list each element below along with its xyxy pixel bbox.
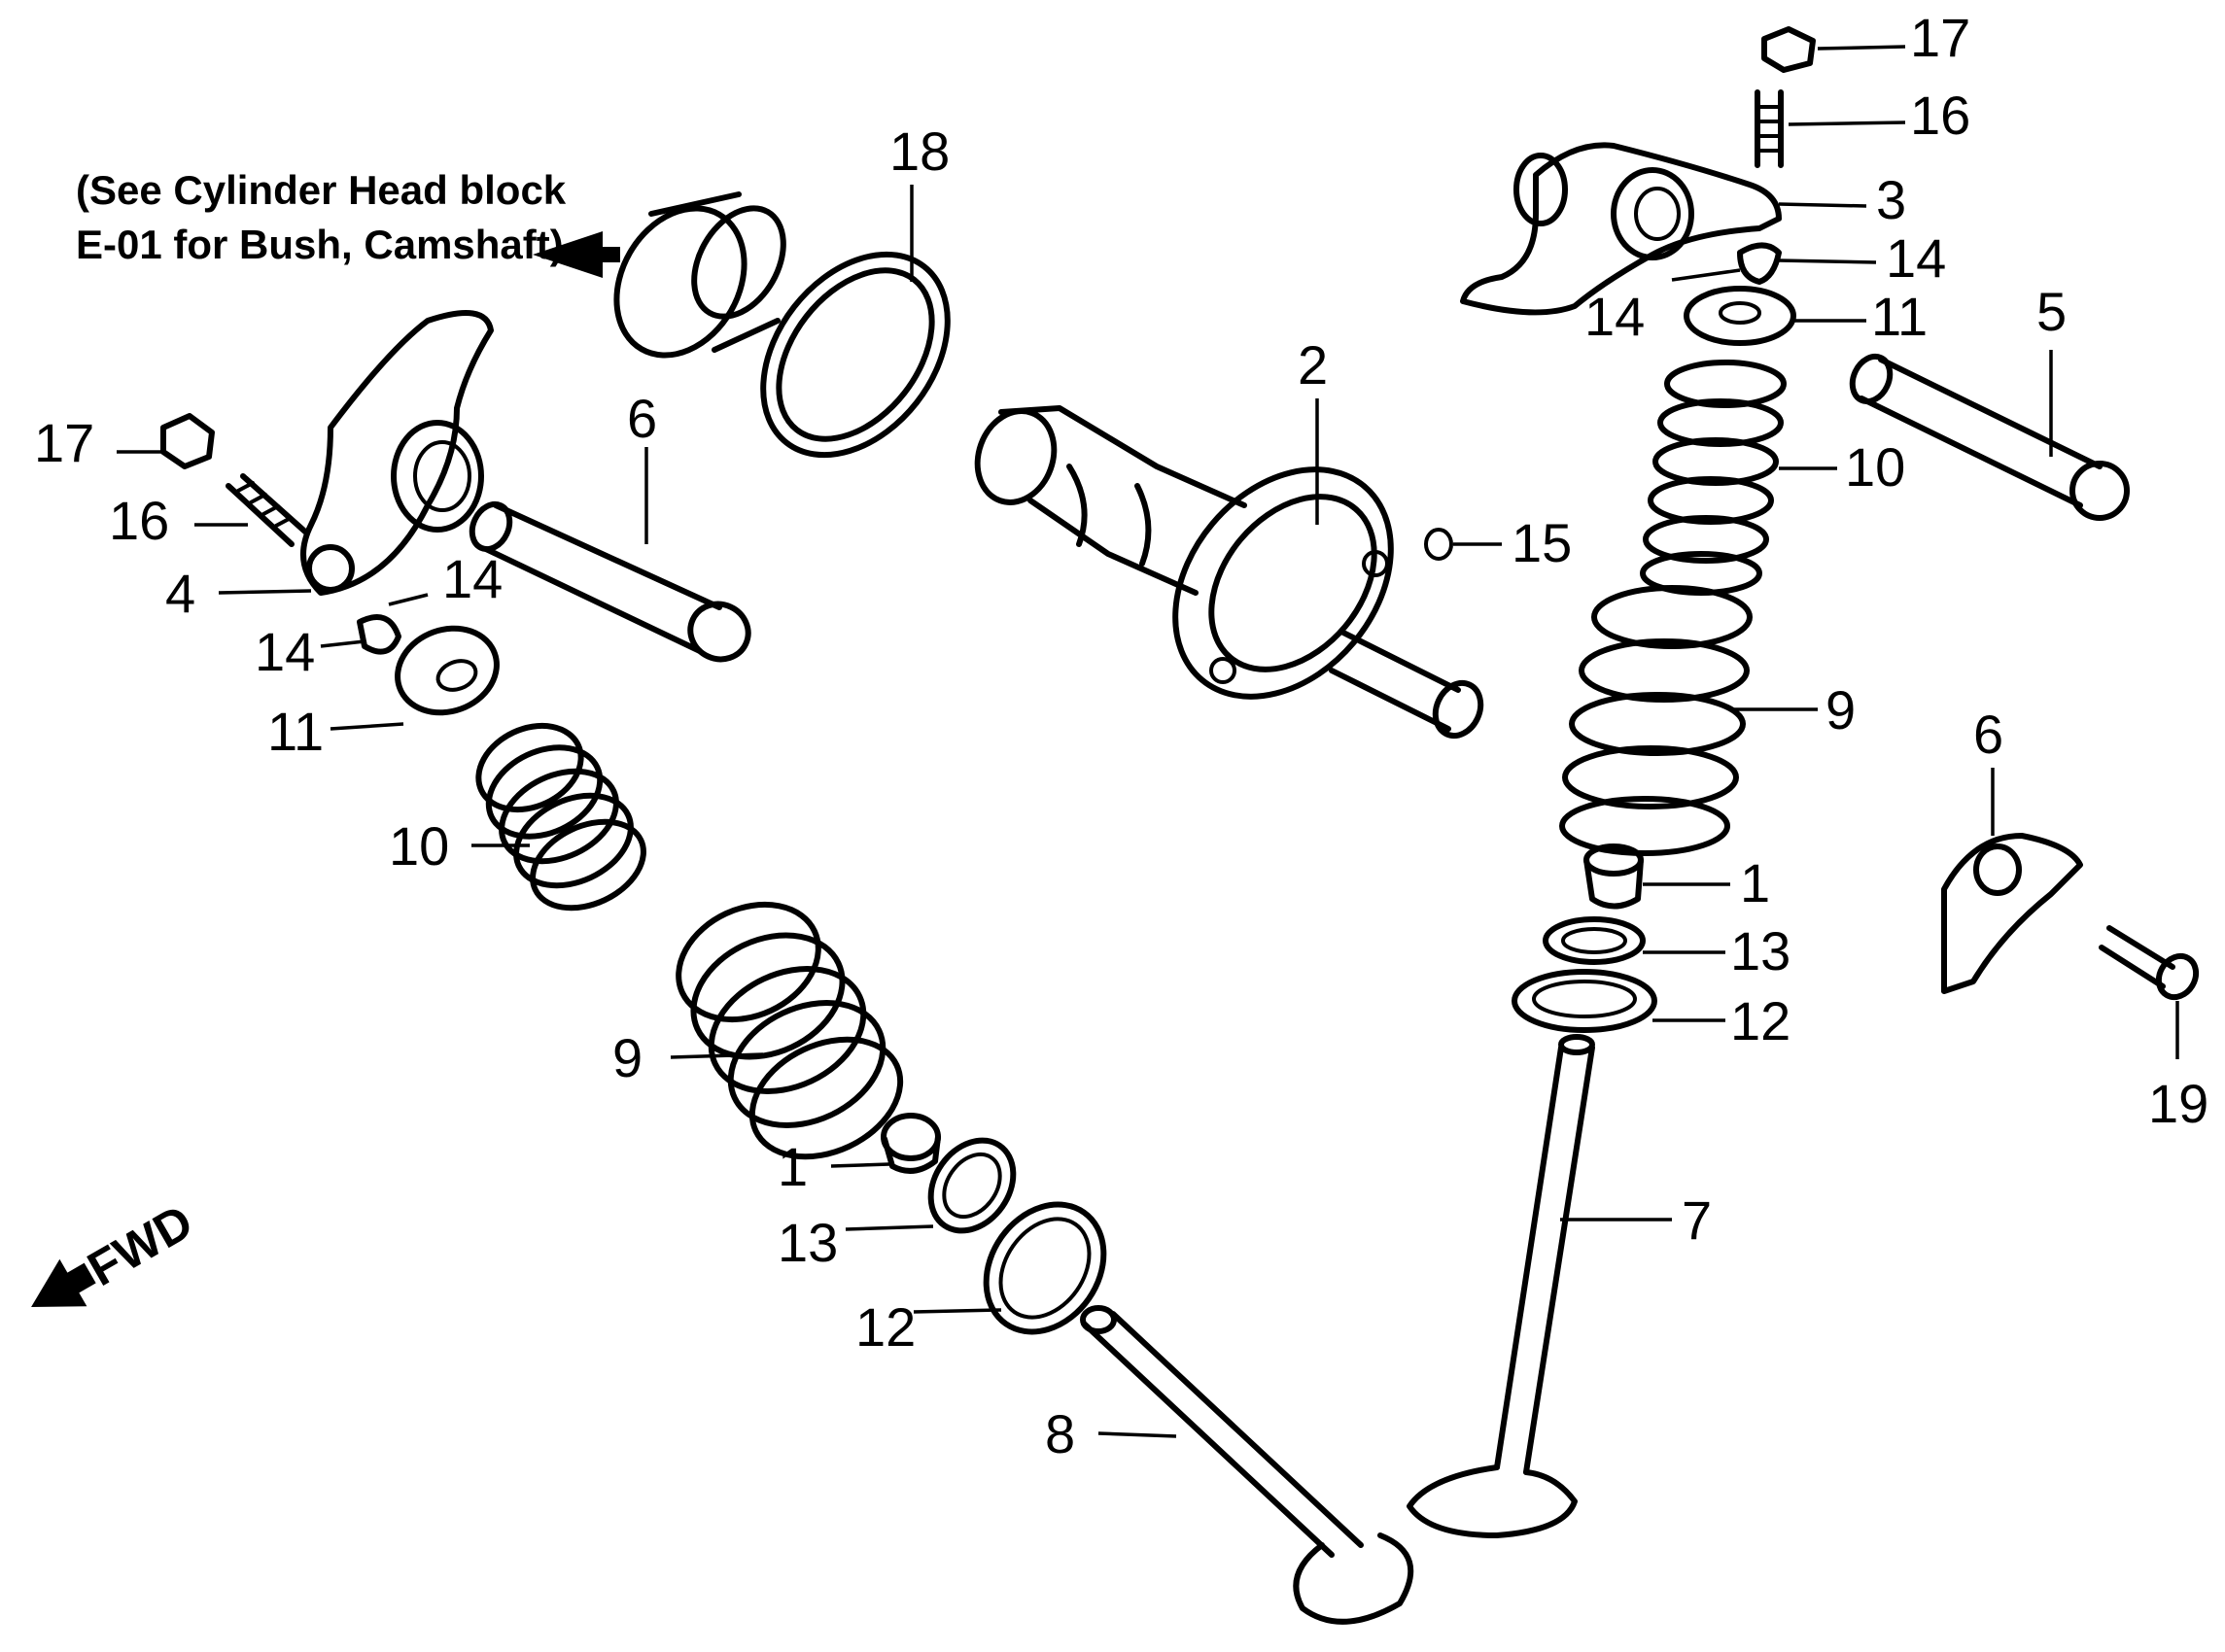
part-3-rocker-arm [1460,142,1782,316]
fwd-indicator: FWD [31,1194,202,1307]
part-7-intake-valve [1407,1034,1595,1538]
callout-14-right-a: 14 [1886,227,1946,289]
callout-1-right: 1 [1740,852,1770,913]
part-19-bolt [2099,925,2200,1001]
fwd-arrow-icon [31,1258,87,1307]
part-1-stem-seal-left [881,1113,941,1174]
part-11-retainer-left [395,625,500,716]
part-18-ring [760,251,951,459]
callout-17-left: 17 [34,412,94,473]
callout-6-right: 6 [1973,704,2003,765]
part-8-exhaust-valve [1080,1305,1414,1625]
part-18-bush [613,191,786,359]
callout-9-left: 9 [612,1027,643,1088]
callout-12-right: 12 [1730,990,1790,1051]
callout-9-right: 9 [1825,679,1856,740]
part-16-tappet-screw-right [1755,89,1784,168]
part-14-cotter-left [357,614,401,655]
callout-12-left: 12 [855,1296,916,1358]
part-15-o-ring [1424,528,1453,561]
note-arrow-icon [533,231,620,278]
part-11-retainer-right [1684,286,1796,346]
callout-13-right: 13 [1730,920,1790,981]
fwd-label: FWD [79,1194,202,1296]
callout-13-left: 13 [778,1212,838,1273]
callout-5: 5 [2036,281,2067,342]
part-13-washer-right [1543,916,1646,965]
part-6-rocker-shaft-left [469,500,751,663]
callout-11-left: 11 [267,701,324,762]
callout-4: 4 [165,563,195,624]
callout-19: 19 [2148,1073,2208,1134]
callout-10-left: 10 [389,815,449,877]
callout-2: 2 [1298,334,1328,396]
callout-14-right-b: 14 [1584,286,1645,347]
part-16-tappet-screw-left [226,473,309,547]
callout-6-left: 6 [627,388,657,449]
callout-14-left-b: 14 [255,621,315,682]
part-6-cam-chain-guide [1941,833,2083,994]
callout-16-right: 16 [1910,85,1970,146]
part-17-lock-nut-left [160,413,215,469]
part-5-rocker-shaft-right [1849,353,2130,521]
callout-10-right: 10 [1845,436,1905,498]
part-10-outer-spring-left [475,722,646,912]
note-line-2: E-01 for Bush, Camshaft) [76,222,564,267]
callout-15: 15 [1512,512,1572,573]
part-12-spring-seat-left [983,1201,1107,1335]
callout-16-left: 16 [109,490,169,551]
part-14-cotter-right [1737,242,1782,285]
part-10-outer-spring-right [1640,360,1787,596]
part-2-camshaft [974,405,1484,740]
part-13-washer-left [927,1137,1017,1234]
callout-18: 18 [889,120,950,182]
callout-11-right: 11 [1871,286,1928,347]
part-17-lock-nut-right [1761,26,1816,73]
leader-lines [117,45,2179,1438]
note-line-1: (See Cylinder Head block [76,167,567,213]
part-12-spring-seat-right [1512,969,1657,1033]
callout-17-right: 17 [1910,7,1970,68]
callout-7: 7 [1682,1189,1712,1251]
part-1-stem-seal-right [1583,843,1644,910]
callout-3: 3 [1876,169,1906,230]
part-9-inner-spring-left [676,901,904,1160]
callout-1-left: 1 [778,1136,808,1197]
part-9-inner-spring-right [1559,585,1753,856]
callout-14-left-a: 14 [442,548,503,609]
callout-8: 8 [1045,1403,1075,1464]
